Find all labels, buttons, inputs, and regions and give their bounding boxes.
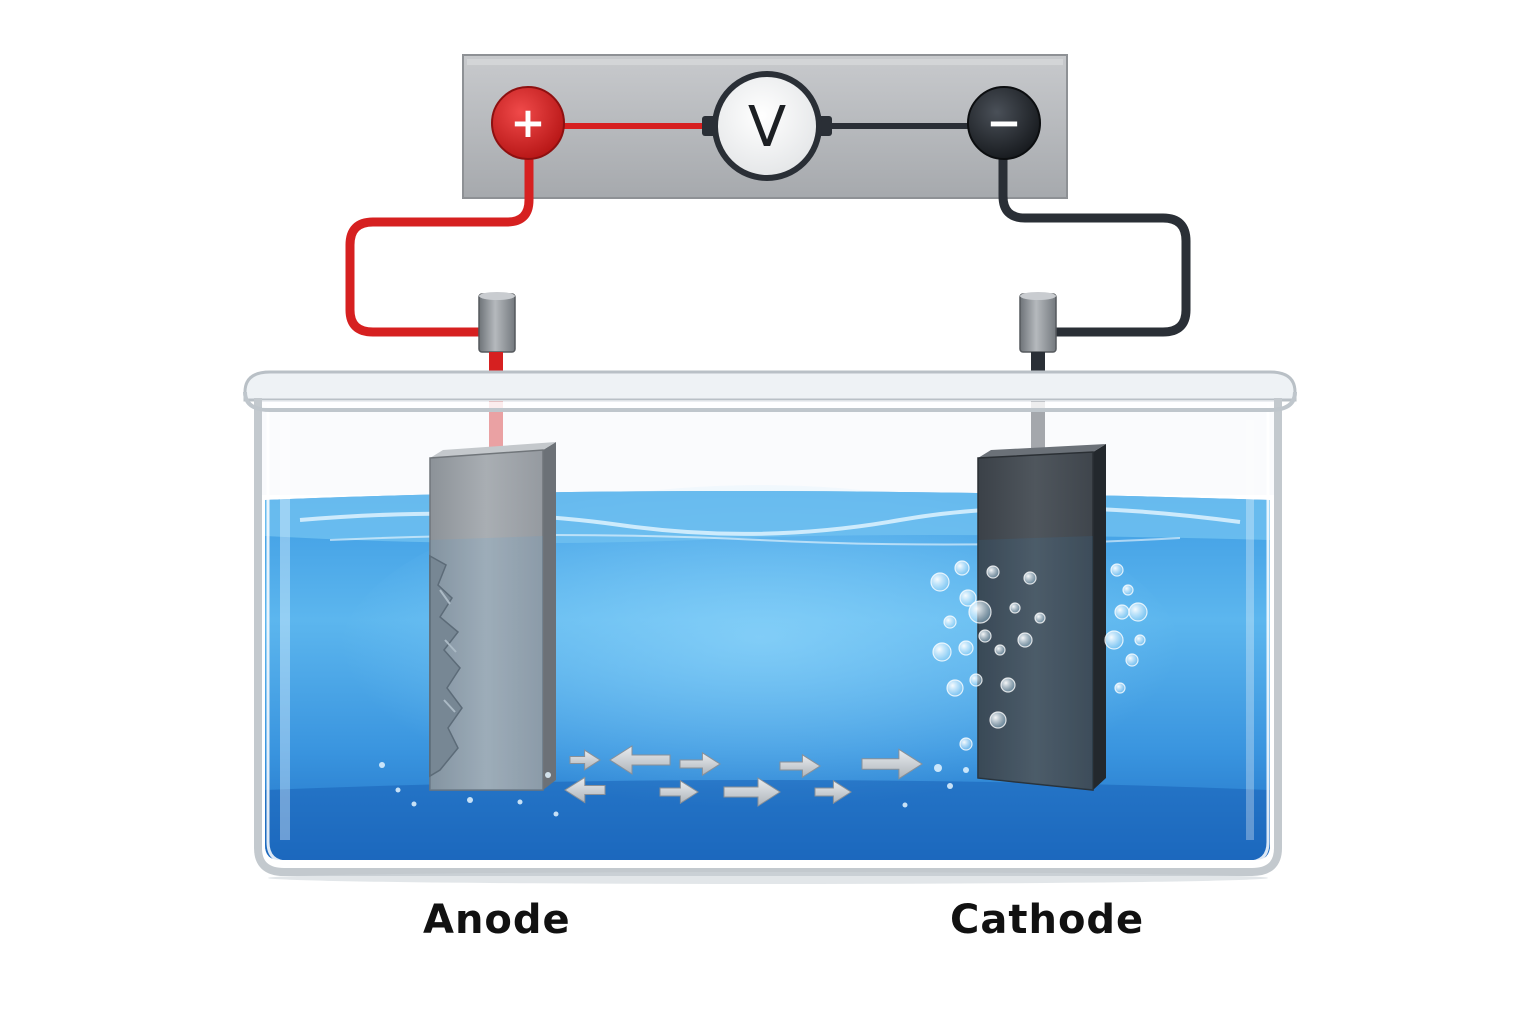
cathode-label: Cathode [950, 897, 1145, 943]
plus-terminal-icon [491, 86, 565, 160]
dissolved-particles [379, 762, 969, 817]
particle-icon [553, 811, 559, 817]
bubble-icon [1122, 584, 1134, 596]
glass-tank-back [243, 370, 1297, 495]
negative-terminal: − [967, 86, 1041, 160]
particle-icon [947, 783, 953, 789]
bubble-icon [932, 642, 952, 662]
anode-corrosion [429, 554, 463, 778]
positive-symbol: + [510, 98, 545, 147]
bubble-icon [1110, 563, 1124, 577]
bubble-icon [968, 600, 992, 624]
glass-tank [243, 391, 1297, 884]
particle-icon [934, 764, 942, 772]
bubble-icon [959, 589, 977, 607]
positive-terminal: + [491, 86, 565, 160]
bubble-icon [994, 644, 1006, 656]
voltmeter-symbol: V [748, 95, 786, 160]
particle-icon [963, 767, 969, 773]
bubble-icon [1128, 602, 1148, 622]
anode-label: Anode [423, 897, 571, 943]
bubble-icon [1114, 682, 1126, 694]
arrow-left-icon [564, 776, 606, 804]
arrow-right-icon [723, 777, 781, 807]
arrow-right-icon [659, 779, 699, 805]
particle-icon [395, 787, 401, 793]
particle-icon [411, 801, 417, 807]
voltmeter-icon [712, 71, 822, 181]
bubble-icon [978, 629, 992, 643]
bubble-icon [959, 737, 973, 751]
bubble-icon [986, 565, 1000, 579]
particle-icon [379, 762, 385, 768]
particle-icon [467, 797, 473, 803]
ion-flow-arrows [564, 745, 923, 807]
bubble-icon [943, 615, 957, 629]
bubble-icon [1009, 602, 1021, 614]
bubble-icon [1134, 634, 1146, 646]
particle-icon [545, 772, 551, 778]
bubble-icon [1104, 630, 1124, 650]
bubble-icon [1017, 632, 1033, 648]
gas-bubbles [930, 560, 1148, 751]
bubble-icon [969, 673, 983, 687]
bubble-icon [1034, 612, 1046, 624]
particle-icon [517, 799, 523, 805]
minus-terminal-icon [967, 86, 1041, 160]
particle-icon [902, 802, 908, 808]
arrow-right-icon [814, 779, 852, 805]
bubble-icon [954, 560, 970, 576]
bubble-icon [1023, 571, 1037, 585]
bubble-icon [946, 679, 964, 697]
arrow-left-icon [609, 745, 671, 775]
arrow-right-icon [779, 753, 821, 779]
arrow-right-icon [679, 751, 721, 777]
bubble-icon [930, 572, 950, 592]
negative-symbol: − [986, 98, 1021, 147]
bubble-icon [989, 711, 1007, 729]
bubble-icon [1000, 677, 1016, 693]
bubble-icon [958, 640, 974, 656]
anode-plate [429, 442, 556, 791]
arrow-right-icon [861, 748, 923, 780]
bubble-icon [1125, 653, 1139, 667]
arrow-right-icon [569, 749, 601, 771]
voltmeter: V [702, 71, 832, 181]
bubble-icon [1114, 604, 1130, 620]
